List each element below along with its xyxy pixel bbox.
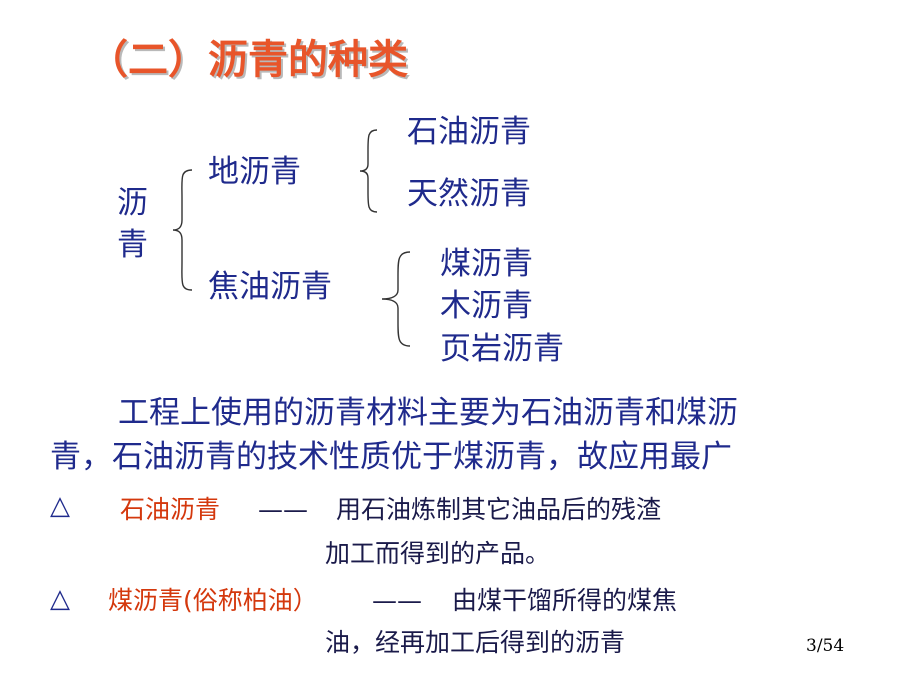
tree-root-char-2: 青: [117, 227, 148, 263]
triangle-marker-icon: △: [50, 584, 70, 614]
definition-2-term: 煤沥青(俗称柏油）: [108, 586, 318, 615]
definition-1-dash: ——: [258, 495, 308, 524]
tree-branch-2-label: 焦油沥青: [208, 269, 332, 305]
root-brace: [172, 169, 193, 291]
tree-branch-1-child-2: 天然沥青: [407, 176, 531, 212]
definition-1-line-2: 加工而得到的产品。: [325, 539, 551, 568]
branch-2-brace: [381, 251, 411, 347]
slide-title: （二）沥青的种类: [88, 37, 408, 83]
page-number: 3/54: [806, 636, 845, 656]
definition-1-term: 石油沥青: [120, 495, 221, 524]
definition-2-dash: ——: [372, 586, 422, 615]
tree-branch-2-child-2: 木沥青: [440, 288, 533, 324]
tree-root-char-1: 沥: [117, 185, 148, 221]
tree-branch-2-child-1: 煤沥青: [440, 246, 533, 282]
tree-branch-2-child-3: 页岩沥青: [440, 331, 564, 367]
triangle-marker-icon: △: [50, 491, 70, 521]
branch-1-brace: [359, 129, 378, 213]
definition-2-line-1: 由煤干馏所得的煤焦: [452, 586, 678, 615]
paragraph-line-2: 青，石油沥青的技术性质优于煤沥青，故应用最广: [50, 439, 732, 475]
definition-2-line-2: 油，经再加工后得到的沥青: [325, 628, 626, 657]
tree-branch-1-label: 地沥青: [208, 154, 301, 190]
paragraph-line-1: 工程上使用的沥青材料主要为石油沥青和煤沥: [118, 395, 738, 431]
definition-1-line-1: 用石油炼制其它油品后的残渣: [336, 495, 662, 524]
tree-branch-1-child-1: 石油沥青: [407, 114, 531, 150]
